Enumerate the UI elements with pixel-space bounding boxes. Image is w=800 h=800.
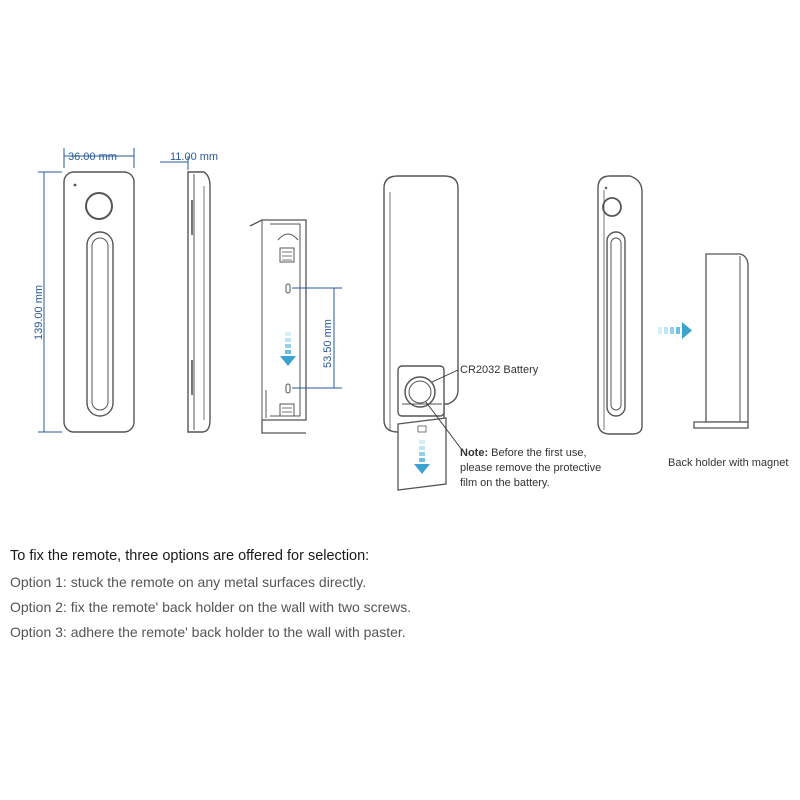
screw-spacing-label: 53.50 mm <box>322 319 334 368</box>
screw-spacing-dimension <box>292 287 342 389</box>
right-arrow <box>658 322 692 339</box>
remote-battery-view <box>383 175 459 433</box>
note-line-3: film on the battery. <box>460 477 550 489</box>
height-label: 139.00 mm <box>33 285 45 340</box>
battery-leader-lines <box>425 369 463 451</box>
instructions-heading: To fix the remote, three options are off… <box>10 548 370 564</box>
remote-side-view <box>187 171 211 433</box>
depth-label: 11.00 mm <box>170 151 218 163</box>
option-3: Option 3: adhere the remote' back holder… <box>10 624 406 640</box>
note-line-2: please remove the protective <box>460 462 601 474</box>
back-holder-screw-view <box>249 219 307 434</box>
note-line-1: Before the first use, <box>488 447 586 459</box>
depth-dimension <box>160 156 189 170</box>
magnetic-back-holder <box>693 253 749 429</box>
remote-mount-view <box>597 175 643 435</box>
battery-note: Note: Before the first use, <box>460 447 587 459</box>
product-diagram: 36.00 mm 139.00 mm 11.00 mm <box>33 148 788 491</box>
remote-front-view <box>63 171 135 433</box>
option-1: Option 1: stuck the remote on any metal … <box>10 574 367 590</box>
down-arrow-2 <box>414 440 430 474</box>
down-arrow-1 <box>280 332 296 366</box>
mounting-instructions: To fix the remote, three options are off… <box>10 548 790 649</box>
height-dimension <box>38 171 62 433</box>
battery-label: CR2032 Battery <box>460 364 539 376</box>
option-2: Option 2: fix the remote' back holder on… <box>10 599 412 615</box>
width-label: 36.00 mm <box>68 151 117 163</box>
note-title: Note: <box>460 447 488 459</box>
width-dimension <box>63 148 135 168</box>
back-holder-label: Back holder with magnet <box>668 457 788 469</box>
